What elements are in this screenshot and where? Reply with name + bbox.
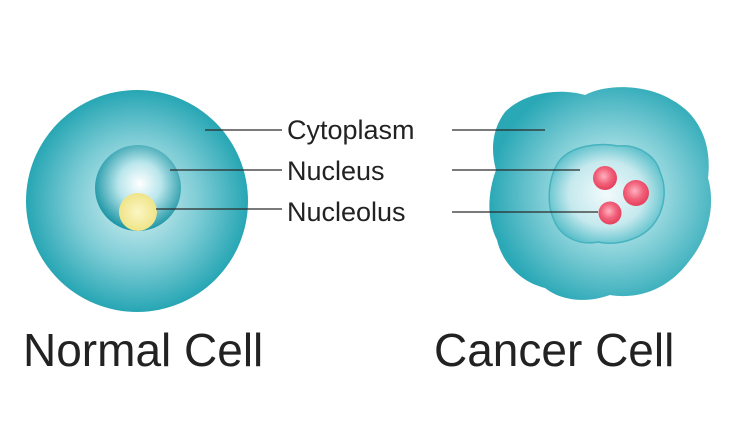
normal-cell — [26, 90, 248, 312]
cancer-nucleolus-2 — [623, 180, 649, 206]
cancer-nucleus — [548, 143, 665, 244]
normal-nucleolus — [119, 193, 157, 231]
title-cancer-cell: Cancer Cell — [434, 324, 674, 376]
title-normal-cell: Normal Cell — [23, 324, 263, 376]
label-nucleus: Nucleus — [287, 156, 385, 186]
cancer-nucleolus-3 — [598, 201, 622, 225]
label-cytoplasm: Cytoplasm — [287, 115, 415, 145]
cancer-cell — [489, 87, 712, 300]
label-nucleolus: Nucleolus — [287, 197, 406, 227]
cancer-nucleolus-1 — [593, 166, 617, 190]
